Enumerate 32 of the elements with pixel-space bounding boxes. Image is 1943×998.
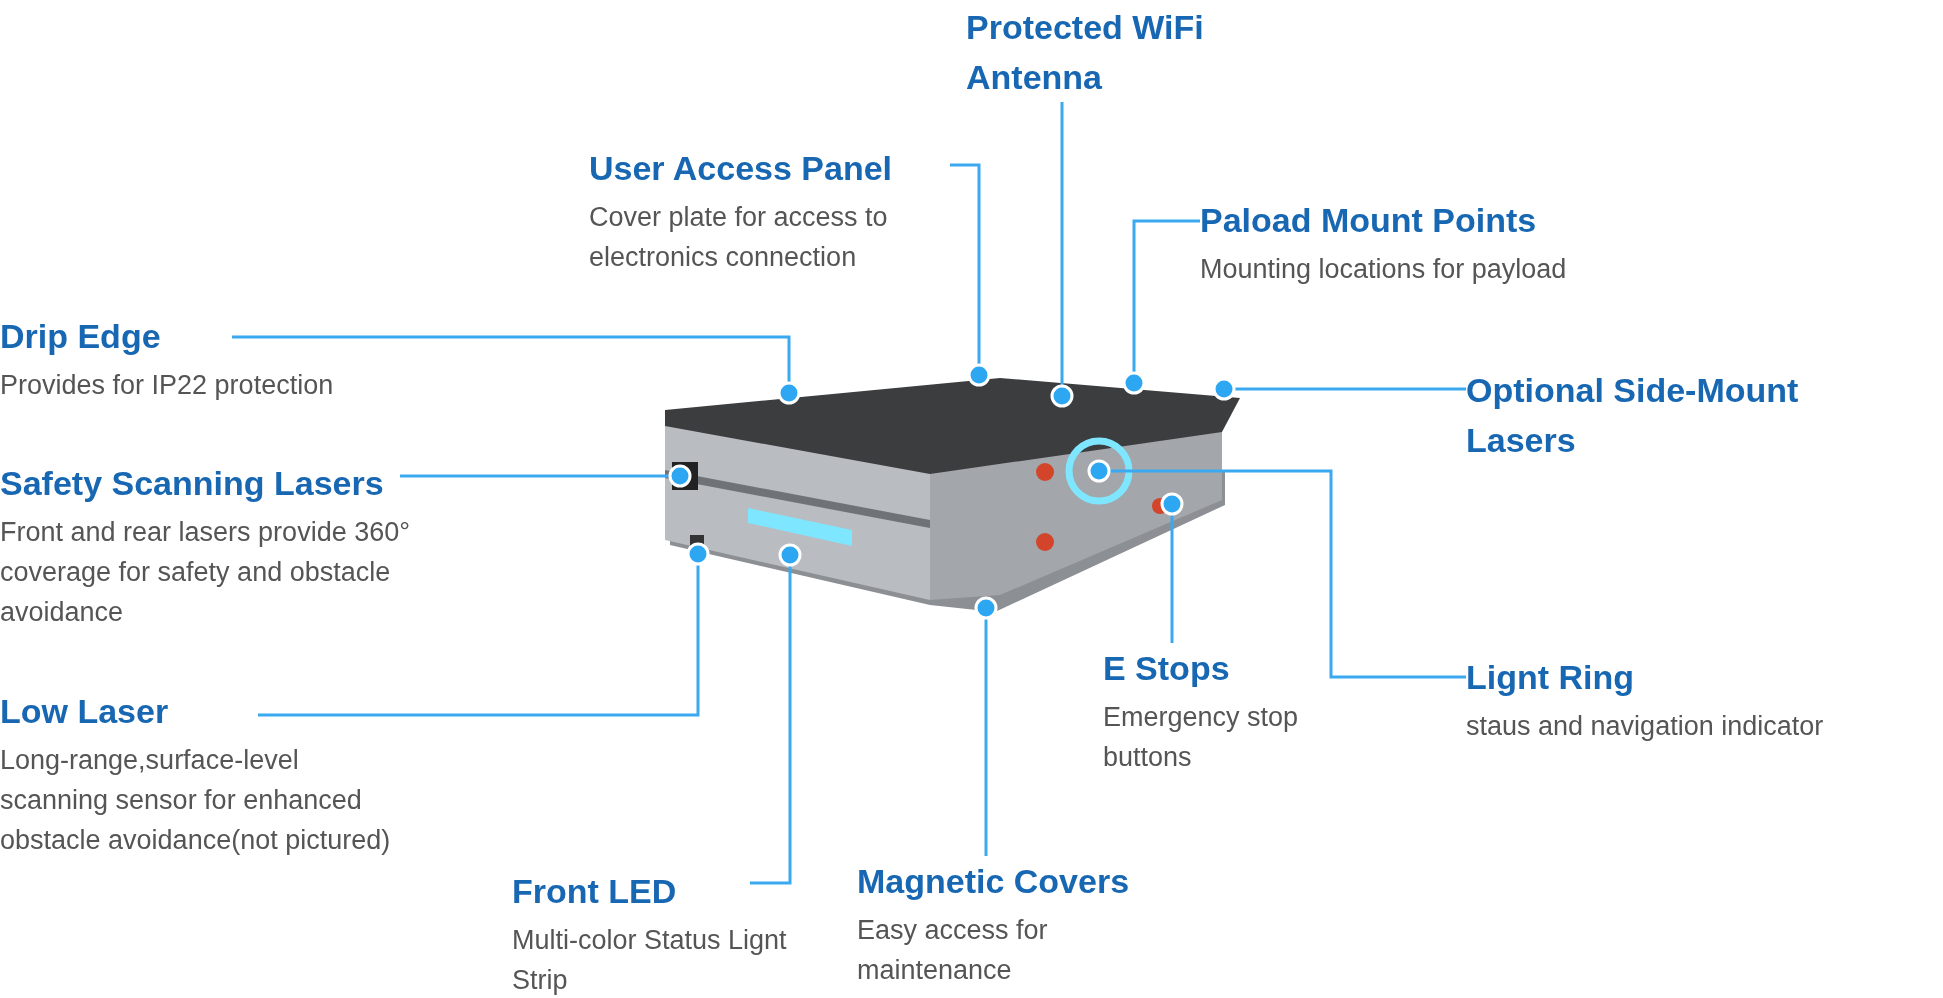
leader-line: [950, 163, 991, 387]
leader-line: [400, 464, 692, 488]
callout-title: Drip Edge: [0, 316, 162, 357]
leader-line: [258, 542, 710, 717]
callout-title: E Stops: [1103, 648, 1231, 689]
leader-line: [1122, 219, 1200, 395]
callout-description: staus and navigation indicator: [1466, 710, 1825, 743]
callout-title: Front LED: [512, 871, 678, 912]
leader-line: [1160, 492, 1184, 643]
leader-line: [750, 543, 802, 885]
leader-line: [1087, 459, 1466, 679]
callout-title: Low Laser: [0, 691, 170, 732]
callout-description: Provides for IP22 protection: [0, 369, 335, 402]
leader-line: [1050, 102, 1074, 408]
callout-description: Easy access for maintenance: [857, 914, 1049, 987]
callout-title: Magnetic Covers: [857, 861, 1131, 902]
callout-description: Long-range,surface-level scanning sensor for enhanced obstacle avoidance(not pictured): [0, 744, 392, 857]
callout-title: Lignt Ring: [1466, 657, 1636, 698]
callout-description: Mounting locations for payload: [1200, 253, 1568, 286]
callout-title: User Access Panel: [589, 148, 894, 189]
callout-description: Cover plate for access to electronics connection: [589, 201, 889, 274]
leader-line: [1212, 377, 1466, 401]
callout-title: Safety Scanning Lasers: [0, 463, 385, 504]
callout-title: Optional Side-Mount Lasers: [1466, 370, 1800, 461]
robot-drawing: [665, 378, 1240, 612]
callout-title: Protected WiFi Antenna: [966, 7, 1205, 98]
callout-description: Multi-color Status Lignt Strip: [512, 924, 788, 997]
leader-line: [974, 596, 998, 856]
callout-title: Paload Mount Points: [1200, 200, 1538, 241]
callout-description: Emergency stop buttons: [1103, 701, 1300, 774]
leader-line: [232, 335, 801, 405]
callout-description: Front and rear lasers provide 360° coverage for safety and obstacle avoidance: [0, 516, 411, 629]
